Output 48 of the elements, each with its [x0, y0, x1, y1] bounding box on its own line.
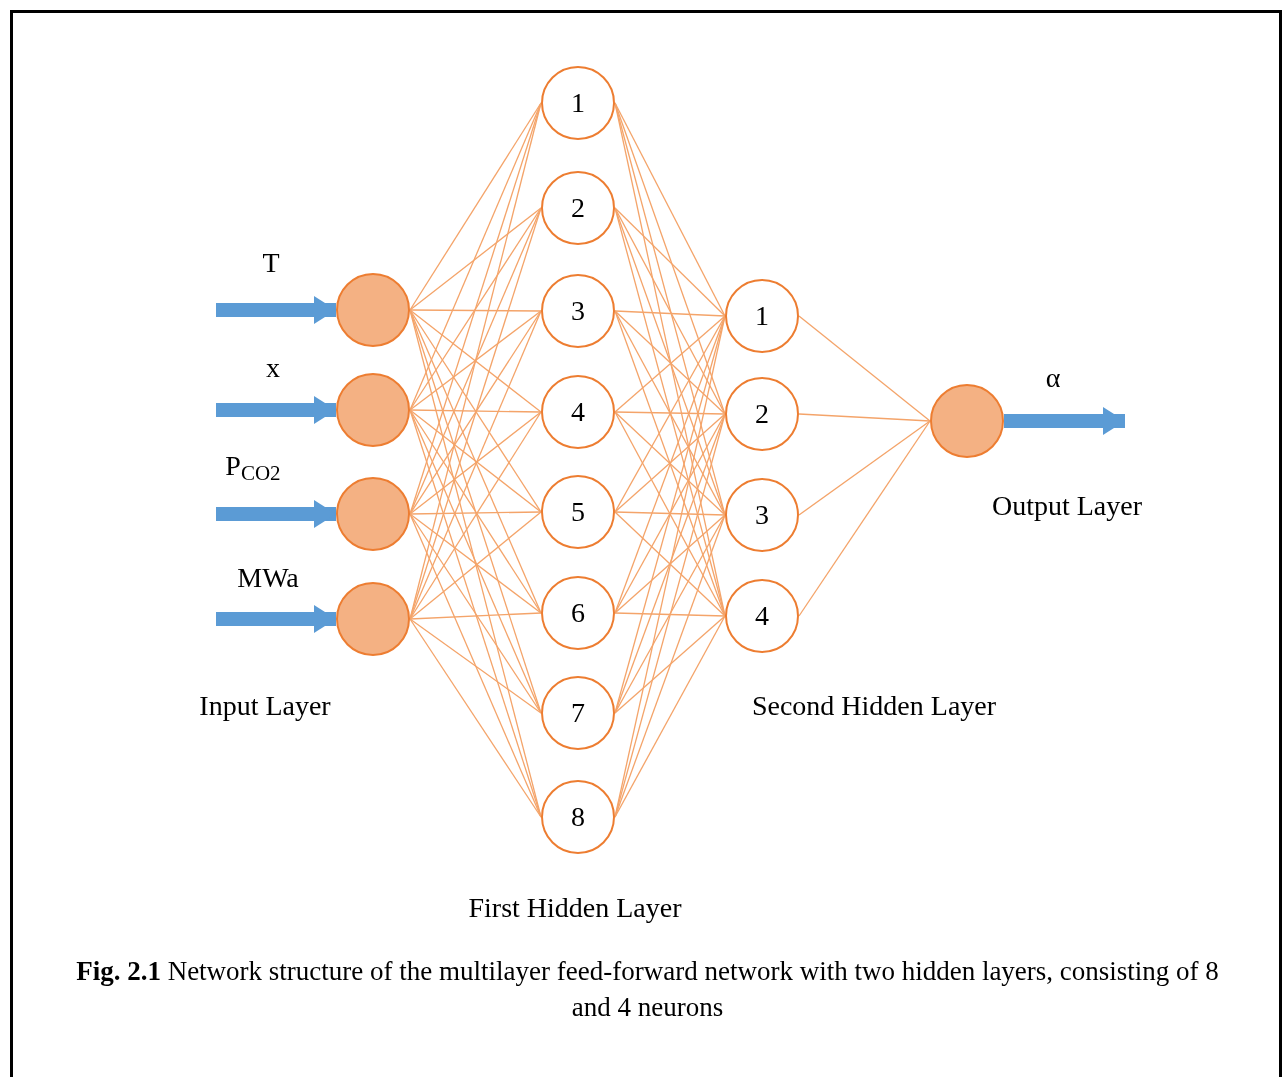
neuron-number: 3 [755, 498, 769, 532]
input-arrow [1004, 407, 1125, 435]
variable-label: P$_{CO2}$ [225, 452, 281, 480]
connection-line [614, 615, 726, 818]
neuron-number: 2 [755, 397, 769, 431]
variable-label: x [266, 354, 280, 382]
connection-line [614, 612, 726, 617]
neuron-number: 8 [571, 800, 585, 834]
connection-line [614, 615, 726, 714]
connection-line [409, 102, 542, 311]
layer-label: Second Hidden Layer [751, 692, 997, 720]
connection-line [409, 409, 542, 413]
connection-line [409, 513, 542, 714]
neuron-number: 6 [571, 596, 585, 630]
connection-line [409, 207, 542, 311]
connection-line [798, 420, 931, 617]
layer-label: First Hidden Layer [468, 894, 682, 922]
input-arrow [216, 605, 336, 633]
neuron-number: 4 [571, 395, 585, 429]
neuron-number: 1 [755, 299, 769, 333]
input-arrow [216, 500, 336, 528]
neuron-number: 2 [571, 191, 585, 225]
connection-line [409, 618, 542, 714]
connection-line [409, 618, 542, 818]
connection-line [614, 411, 726, 415]
connection-line [798, 420, 931, 516]
connection-line [798, 413, 931, 422]
neuron-number: 4 [755, 599, 769, 633]
neuron-number: 3 [571, 294, 585, 328]
variable-label: α [1045, 364, 1061, 392]
connection-line [798, 315, 931, 422]
connection-line [409, 207, 542, 411]
connection-line [614, 207, 726, 317]
input-arrow [216, 396, 336, 424]
variable-label: MWa [237, 564, 299, 592]
input-arrow [216, 296, 336, 324]
connection-line [614, 310, 726, 317]
connection-line [409, 511, 542, 515]
figure-caption: Fig. 2.1 Network structure of the multilayer feed-forward network with two hidden layers, consisting of 8 and 4 neurons [75, 955, 1220, 1024]
connection-line [409, 309, 542, 312]
neuron-number: 5 [571, 495, 585, 529]
neuron-number: 1 [571, 86, 585, 120]
layer-label: Output Layer [991, 492, 1143, 520]
connection-line [409, 612, 542, 620]
connection-line [614, 511, 726, 516]
variable-label: T [262, 249, 280, 277]
layer-label: Input Layer [199, 692, 331, 720]
neuron-number: 7 [571, 696, 585, 730]
